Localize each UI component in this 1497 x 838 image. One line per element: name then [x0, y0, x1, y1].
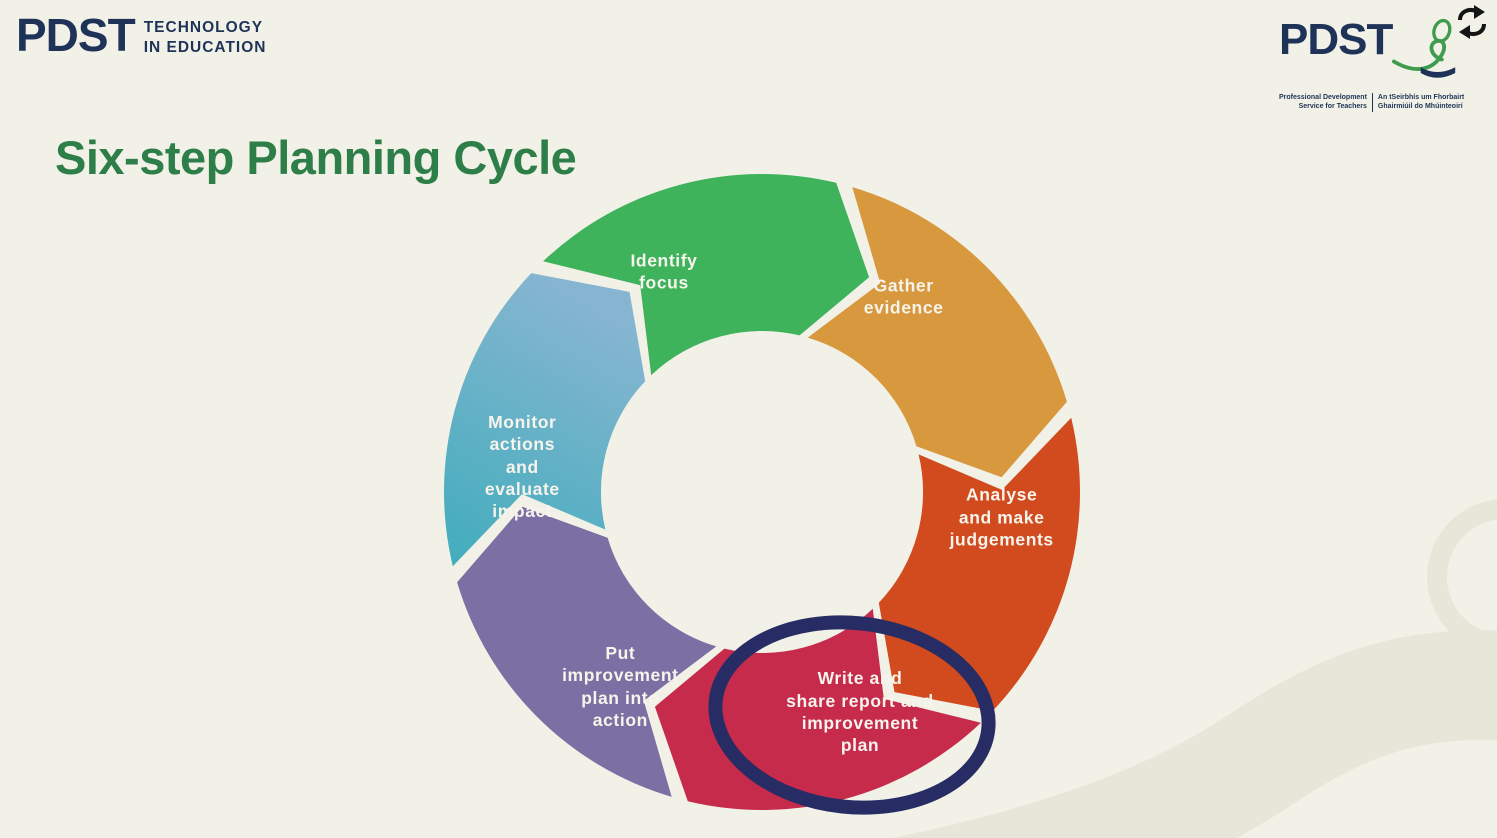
tagline-line2: IN EDUCATION — [143, 39, 267, 57]
subtext-ga-line2: Ghairmiúil do Mhúinteoirí — [1377, 103, 1463, 111]
pdst-wordmark: PDST — [1279, 15, 1393, 64]
subtext-en-line1: Professional Development — [1279, 94, 1367, 101]
watermark-band — [892, 630, 1497, 838]
refresh-icon[interactable] — [1454, 4, 1490, 40]
cycle-step-2 — [807, 187, 1067, 478]
annotation-ellipse — [708, 615, 996, 815]
subtext-en-line2: Service for Teachers — [1298, 103, 1367, 111]
pdst-logo: PDST Professional Development Service fo… — [1279, 10, 1469, 112]
logo-tagline: TECHNOLOGY IN EDUCATION — [144, 18, 267, 58]
pdst-wordmark: PDST — [16, 9, 136, 61]
tagline-line1: TECHNOLOGY — [143, 19, 264, 36]
pdst-technology-in-education-logo: PDST TECHNOLOGY IN EDUCATION — [16, 12, 266, 58]
subtext-ga-line1: An tSeirbhís um Fhorbairt — [1377, 94, 1465, 101]
pdst-reader-figure-icon — [1392, 18, 1456, 78]
cycle-step-6 — [444, 273, 646, 567]
cycle-step-1 — [543, 174, 870, 376]
watermark-ring — [1427, 499, 1497, 655]
logo-subtext: Professional Development Service for Tea… — [1279, 93, 1469, 112]
cycle-step-5 — [457, 506, 717, 797]
page-title: Six-step Planning Cycle — [55, 131, 577, 184]
